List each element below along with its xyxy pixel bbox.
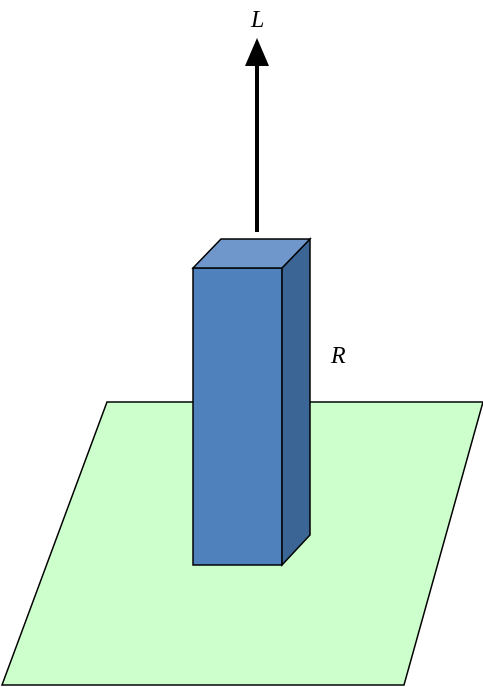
prism-top-face	[191, 238, 312, 269]
prism-label: R	[330, 343, 346, 369]
prism-side-face	[281, 237, 311, 567]
arrow-label: L	[250, 7, 264, 33]
arrow-head-icon	[245, 38, 269, 66]
prism-front-face	[192, 267, 283, 566]
